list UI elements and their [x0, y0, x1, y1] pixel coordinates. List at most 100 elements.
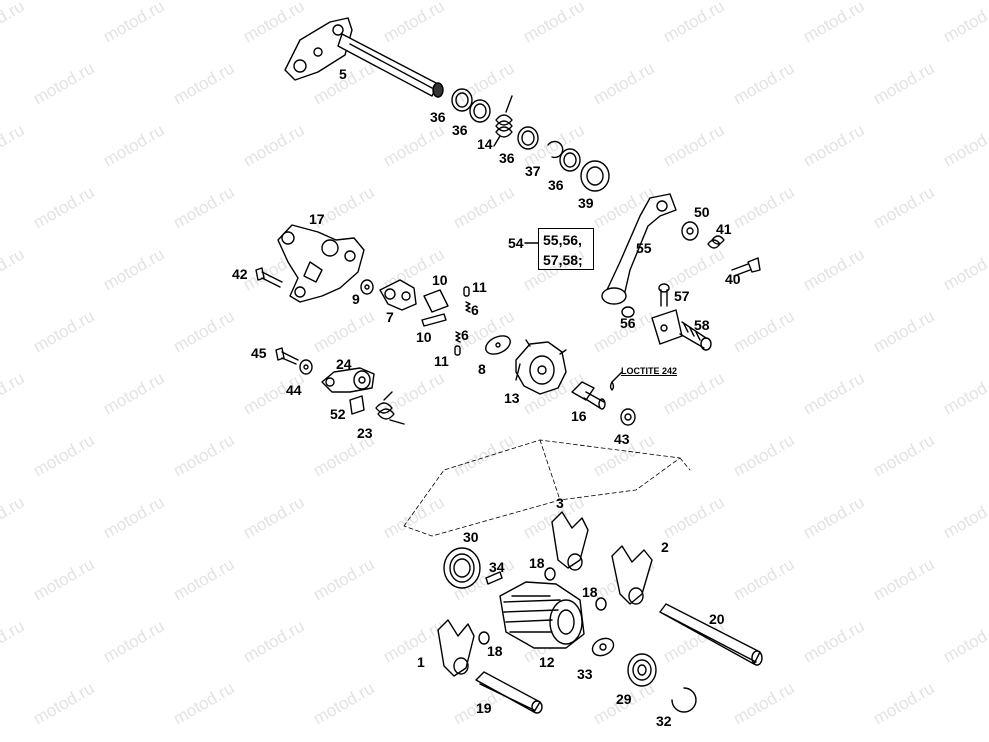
part-7-shift-lever	[379, 279, 417, 311]
label-part-44: 44	[286, 382, 302, 398]
part-2-shift-fork	[611, 545, 653, 605]
label-part-36: 36	[430, 109, 446, 125]
label-part-16: 16	[571, 408, 587, 424]
part-6-spring-a	[465, 301, 471, 313]
part-24-locking-lever	[321, 367, 375, 393]
label-part-41: 41	[716, 221, 732, 237]
part-36-washer-b	[469, 99, 491, 123]
label-part-11: 11	[472, 279, 487, 295]
label-part-20: 20	[709, 611, 725, 627]
part-3-shift-fork	[551, 511, 589, 571]
part-44-washer	[299, 359, 313, 375]
label-part-24: 24	[336, 356, 352, 372]
part-6-spring-b	[455, 331, 461, 343]
part-14-return-spring	[493, 95, 513, 147]
label-part-10: 10	[432, 272, 448, 288]
part-39-seal	[580, 160, 610, 192]
part-11-pin-b	[454, 345, 461, 356]
label-part-33: 33	[577, 666, 593, 682]
loctite-note: LOCTITE 242	[621, 366, 678, 376]
label-part-14: 14	[477, 136, 493, 152]
part-58-lever-tip	[651, 309, 712, 351]
part-11-pin-a	[463, 286, 470, 297]
label-part-18: 18	[529, 555, 545, 571]
label-part-43: 43	[614, 431, 630, 447]
part-55-shift-pedal	[601, 193, 677, 305]
part-20-fork-shaft	[659, 603, 763, 666]
part-40-bolt	[731, 257, 761, 277]
label-part-39: 39	[578, 195, 594, 211]
part-13-shift-drum-star	[515, 339, 567, 395]
part-52-sleeve	[349, 395, 365, 415]
label-part-52: 52	[330, 406, 346, 422]
part-17-plate	[277, 224, 365, 303]
label-part-58: 58	[694, 317, 710, 333]
part-56-ring	[621, 306, 635, 318]
part-37-circlip	[547, 140, 564, 159]
part-18-roller-b	[595, 597, 607, 611]
label-part-11: 11	[434, 353, 449, 369]
label-part-2: 2	[661, 539, 669, 555]
part-19-fork-shaft	[475, 671, 543, 714]
label-part-30: 30	[463, 529, 479, 545]
kit-parts-box: 55,56, 57,58;	[538, 228, 594, 270]
part-18-roller-c	[478, 631, 490, 645]
label-part-45: 45	[251, 345, 267, 361]
label-part-57: 57	[674, 288, 690, 304]
label-part-36: 36	[452, 122, 468, 138]
label-part-40: 40	[725, 271, 741, 287]
label-part-3: 3	[556, 495, 564, 511]
label-part-6: 6	[471, 302, 479, 318]
part-9-washer	[360, 279, 374, 295]
part-36-washer-a	[451, 88, 473, 112]
kit-line-1: 55,56,	[543, 232, 582, 248]
label-part-10: 10	[416, 329, 432, 345]
part-29-bearing	[627, 653, 657, 687]
label-part-36: 36	[499, 150, 515, 166]
part-36-washer-d	[559, 148, 581, 172]
label-part-36: 36	[548, 177, 564, 193]
label-part-8: 8	[478, 361, 486, 377]
label-part-34: 34	[489, 559, 505, 575]
label-part-6: 6	[461, 327, 469, 343]
label-part-18: 18	[487, 643, 503, 659]
label-part-9: 9	[352, 291, 360, 307]
part-43-washer	[620, 408, 636, 426]
loctite-drop	[609, 371, 623, 391]
part-30-bearing	[443, 547, 481, 589]
label-part-12: 12	[539, 654, 555, 670]
kit-line-2: 57,58;	[543, 252, 583, 268]
part-16-stud-bolt	[571, 381, 606, 410]
housing-outline	[403, 439, 681, 537]
part-33-washer	[591, 637, 615, 657]
part-57-pin	[658, 283, 670, 307]
label-part-32: 32	[656, 713, 672, 729]
label-part-42: 42	[232, 266, 248, 282]
label-part-50: 50	[694, 204, 710, 220]
part-36-washer-c	[517, 126, 539, 150]
label-part-23: 23	[357, 425, 373, 441]
part-10-slider-b	[421, 313, 447, 327]
label-part-56: 56	[620, 315, 636, 331]
part-12-shift-drum	[499, 581, 585, 649]
part-10-slider-a	[423, 289, 449, 313]
part-41-spring	[707, 235, 725, 249]
part-32-circlip	[671, 687, 697, 713]
label-part-5: 5	[339, 66, 347, 82]
label-part-7: 7	[386, 309, 394, 325]
part-45-bolt	[275, 347, 299, 365]
label-part-17: 17	[309, 211, 325, 227]
part-42-bolt	[255, 267, 283, 288]
part-23-spring	[375, 391, 405, 425]
label-part-55: 55	[636, 240, 652, 256]
label-part-54: 54	[508, 235, 524, 251]
label-part-1: 1	[417, 654, 425, 670]
part-8-washer	[485, 335, 511, 355]
part-18-roller-a	[544, 567, 556, 581]
part-50-washer	[681, 221, 699, 241]
part-5-shift-shaft	[284, 17, 444, 98]
part-34-pin	[485, 571, 503, 585]
label-part-29: 29	[616, 691, 632, 707]
